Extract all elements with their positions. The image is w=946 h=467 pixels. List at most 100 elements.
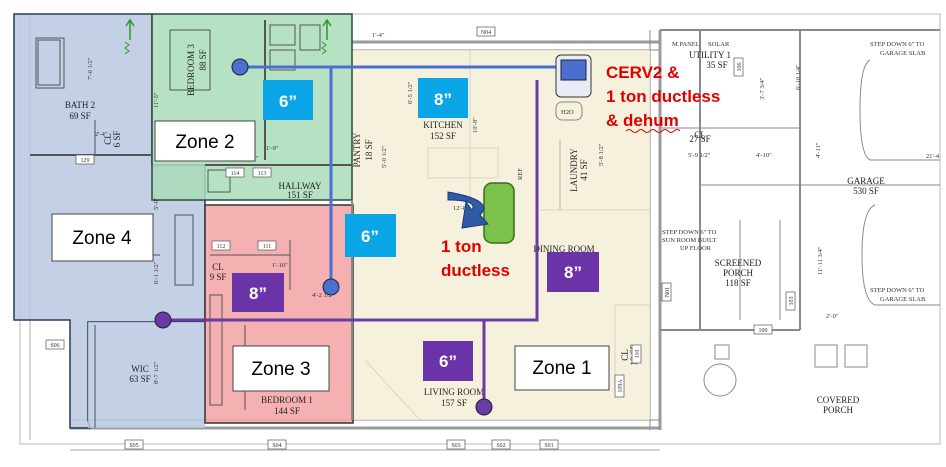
note-ref: REF (517, 168, 524, 180)
room-living-name: LIVING ROOM (424, 387, 484, 397)
dim-d12: 4'-2 1/2" (312, 292, 335, 299)
blue-register (231, 58, 249, 76)
plan-tags: N04 S05 S04 S03 S02 S01 S06 N01 112 111 … (45, 26, 796, 450)
note-step-garage-top2: GARAGE SLAB (880, 50, 926, 57)
room-bedroom3-sf: 88 SF (198, 49, 208, 70)
badge-blue-6-mid: 6” (361, 227, 379, 246)
note-cerv-line2: 1 ton ductless (606, 87, 720, 106)
dim-d24: 4'-11" (815, 142, 822, 158)
badge-purple-8-dining: 8” (564, 263, 582, 282)
room-pantry-sf: 18 SF (364, 139, 374, 160)
dim-d22: 1'-4" (372, 32, 385, 39)
purple-register (475, 398, 493, 416)
tag-106: 106 (737, 63, 743, 72)
dim-d6: 6'-5 1/2" (407, 81, 414, 104)
room-bedroom1-sf: 144 SF (274, 406, 300, 416)
zone-4-lower (88, 322, 205, 428)
zone-1-label: Zone 1 (532, 358, 591, 379)
room-living-sf: 157 SF (441, 398, 467, 408)
room-cl-c-sf: 9 SF (210, 272, 227, 282)
dim-d16: 4'-10" (756, 152, 772, 159)
room-laundry-sf: 41 SF (579, 159, 589, 180)
badge-purple-6-living: 6” (439, 352, 457, 371)
room-bedroom3-name: BEDROOM 3 (186, 44, 196, 96)
zone-labels: Zone 2 Zone 4 Zone 3 Zone 1 (51, 120, 610, 392)
dim-d11: 1'-10" (272, 262, 288, 269)
note-h2o: H2O (561, 109, 574, 116)
vent-arrows (124, 18, 332, 55)
tag-s06: S06 (50, 343, 59, 349)
tag-100: 100 (759, 328, 768, 334)
curved-arrow-icon (447, 191, 489, 229)
note-step-garage-bot2: GARAGE SLAB (880, 296, 926, 303)
note-step-garage-top: STEP DOWN 6" TO (870, 41, 925, 48)
room-utility-sf: 35 SF (706, 60, 727, 70)
tag-s04: S04 (272, 443, 281, 449)
zone-4-label: Zone 4 (72, 228, 132, 249)
tag-103: 103 (789, 297, 795, 306)
dim-d1: 7'-0 1/2" (87, 57, 94, 80)
room-cl-b-sf: 27 SF (689, 134, 710, 144)
dim-d2: 2'-4" (95, 131, 108, 138)
room-kitchen-sf: 152 SF (430, 131, 456, 141)
room-covered-name2: PORCH (823, 405, 854, 415)
dim-d9: 12'-8" (453, 205, 469, 212)
tag-s01: S01 (544, 443, 553, 449)
dim-d10: 5'-8 1/2" (598, 143, 605, 166)
dim-d19: 6'-10 1/4" (795, 64, 802, 90)
badge-purple-8-bed1: 8” (249, 284, 267, 303)
dim-d4: 1'-9" (266, 145, 279, 152)
dim-d3: 11'-5" (153, 92, 160, 108)
equipment-notes: CERV2 & 1 ton ductless & dehum 1 ton duc… (441, 63, 720, 280)
room-cl-a-name: CL (103, 133, 113, 145)
dim-d18: 3'-7 3/4" (759, 77, 766, 100)
note-ductless-line1: 1 ton (441, 237, 482, 256)
zone-2-area (151, 13, 353, 201)
tag-110: 110 (635, 350, 641, 359)
dim-d21: 21'-4 (926, 153, 940, 160)
room-bath2-sf: 69 SF (69, 111, 90, 121)
room-dining-name: DINING ROOM (533, 244, 594, 254)
up-arrow-icon (125, 18, 135, 40)
room-cl-a-sf: 6 SF (112, 131, 122, 148)
note-step-sun3: UP FLOOR (680, 245, 712, 252)
tag-109a: 109A (618, 379, 624, 393)
room-wic-sf: 63 SF (129, 374, 150, 384)
room-screened-name2: PORCH (723, 268, 754, 278)
ductless-unit-icon (483, 182, 515, 244)
room-kitchen-name: KITCHEN (423, 120, 463, 130)
tag-112: 112 (217, 244, 226, 250)
room-cl-b-name: CL (694, 130, 706, 140)
room-cl-d-name: CL (620, 349, 630, 361)
tag-s03: S03 (451, 443, 460, 449)
room-wic-name: WIC (131, 364, 149, 374)
tag-129: 129 (81, 158, 90, 164)
dim-d14: 8'-7 1/2" (153, 361, 160, 384)
duct-badges: 6” 8” 6” 8” 8” 6” (232, 78, 599, 381)
tag-113: 113 (258, 171, 267, 177)
duct-lines (154, 58, 560, 416)
room-covered-name: COVERED (817, 395, 860, 405)
plan-notes: M.PANEL SOLAR STEP DOWN 6" TO GARAGE SLA… (517, 41, 926, 303)
room-pantry-name: PANTRY (352, 132, 362, 167)
room-garage-name: GARAGE (847, 176, 885, 186)
note-cerv-line1: CERV2 & (606, 63, 679, 82)
zone-3-label: Zone 3 (251, 359, 310, 380)
room-cl-c-name: CL (212, 262, 224, 272)
note-ductless-line2: ductless (441, 261, 510, 280)
tag-n04: N04 (481, 30, 491, 36)
zone-2-label: Zone 2 (175, 132, 234, 153)
note-step-garage-bot: STEP DOWN 6" TO (870, 287, 925, 294)
room-hallway-name: HALLWAY (279, 181, 322, 191)
tag-n01: N01 (665, 287, 671, 297)
dim-d20: 11'-11 3/4" (817, 246, 824, 275)
tag-s05: S05 (129, 443, 138, 449)
purple-duct-supply (163, 80, 539, 322)
tag-111: 111 (263, 244, 272, 250)
room-utility-name: UTILITY 1 (689, 50, 731, 60)
note-step-sun1: STEP DOWN 6" TO (662, 229, 717, 236)
dim-d8: 10'-8" (472, 117, 479, 133)
room-hallway-sf: 151 SF (287, 190, 313, 200)
